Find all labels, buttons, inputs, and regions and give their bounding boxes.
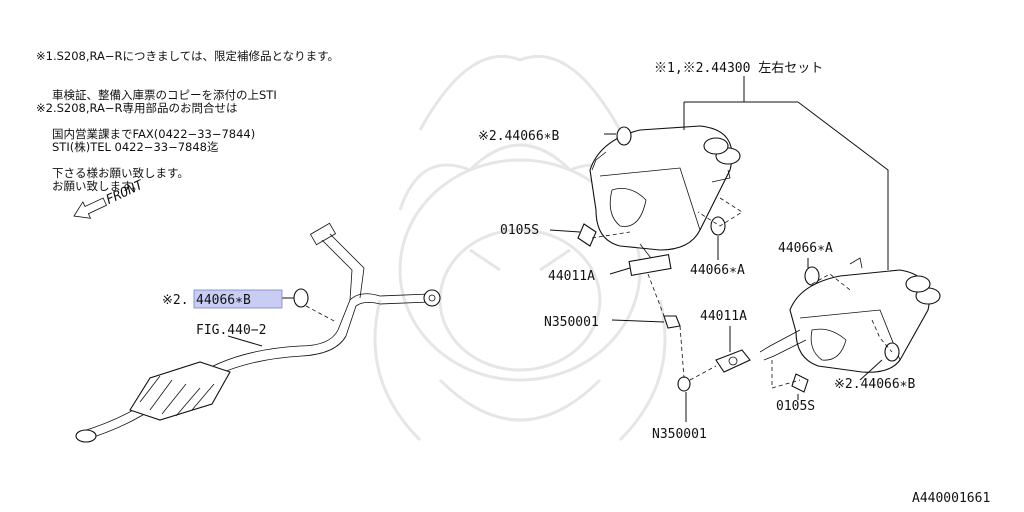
label-nut-upper: N350001: [544, 315, 599, 330]
note-2-line-3: お願い致します。: [52, 179, 143, 193]
small-parts: [293, 126, 900, 393]
note-1-line-3: 国内営業課までFAX(0422−33−7844): [52, 127, 256, 141]
front-label: FRONT: [104, 177, 147, 208]
front-pipe-assembly: [75, 222, 441, 443]
label-flange-right: 44011A: [700, 309, 747, 324]
label-bolt-right: 0105S: [776, 399, 815, 414]
flange-right: [715, 349, 751, 373]
diagram-id: A440001661: [912, 491, 990, 506]
label-gasket-b-mid-prefix: ※2.: [162, 293, 189, 308]
label-gasket-b-mid[interactable]: 44066∗B: [196, 293, 251, 308]
right-muffler: [759, 257, 941, 373]
assembly-lines: [305, 197, 893, 389]
note-1: ※1.S208,RA−Rにつきましては、限定補修品となります。 車検証、整備入庫…: [36, 24, 339, 206]
left-muffler: [589, 125, 741, 277]
label-gasket-b-top: ※2.44066∗B: [478, 129, 560, 144]
highlight-box: [193, 289, 283, 309]
gasket-a-left: [710, 216, 726, 236]
note-2-line-1: ※2.S208,RA−R専用部品のお問合せは: [36, 101, 238, 115]
nut-upper: [663, 315, 681, 329]
nut-lower: [677, 376, 691, 392]
label-gasket-a-left: 44066∗A: [690, 263, 745, 278]
label-gasket-b-right: ※2.44066∗B: [834, 377, 916, 392]
note-2: ※2.S208,RA−R専用部品のお問合せは STI(株)TEL 0422−33…: [36, 76, 238, 219]
note-1-line-4: 下さる様お願い致します。: [52, 166, 189, 180]
watermark-emblem-icon: [373, 54, 667, 442]
gasket-b-top: [616, 126, 632, 146]
front-arrow: FRONT: [73, 177, 147, 219]
label-bolt-left: 0105S: [500, 223, 539, 238]
label-set: ※1,※2.44300 左右セット: [654, 61, 823, 76]
note-1-line-1: ※1.S208,RA−Rにつきましては、限定補修品となります。: [36, 49, 339, 63]
label-flange-left: 44011A: [548, 269, 595, 284]
label-fig-ref[interactable]: FIG.440−2: [196, 323, 266, 338]
note-2-line-2: STI(株)TEL 0422−33−7848迄: [52, 140, 219, 154]
bolt-right: [791, 373, 809, 393]
gasket-b-mid: [293, 288, 309, 308]
leader-lines: [227, 76, 889, 422]
note-1-line-2: 車検証、整備入庫票のコピーを添付の上STI: [52, 88, 277, 102]
label-nut-lower: N350001: [652, 427, 707, 442]
label-gasket-a-right: 44066∗A: [778, 241, 833, 256]
bolt-left: [577, 223, 597, 247]
callouts: ※1,※2.44300 左右セット ※2.44066∗B 0105S 44066…: [162, 61, 916, 442]
gasket-a-right: [804, 266, 820, 286]
